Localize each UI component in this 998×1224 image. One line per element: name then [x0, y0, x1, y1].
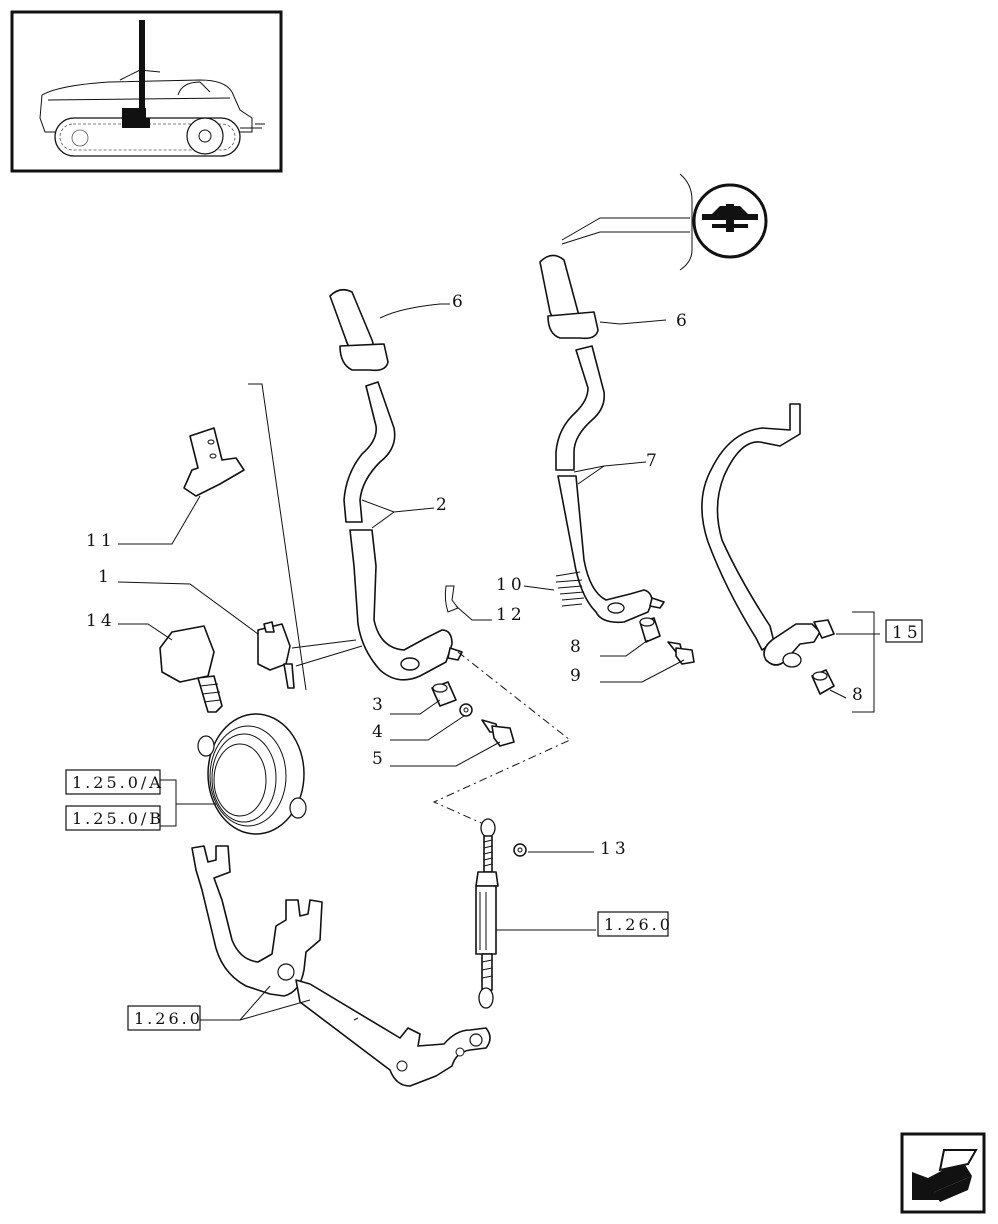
callout-8-middle: 8: [570, 637, 585, 657]
variant-symbol-group: [561, 173, 768, 271]
clip: [444, 585, 459, 613]
callout-13: 13: [600, 839, 630, 859]
callout-4: 4: [372, 722, 387, 742]
sensor: [159, 625, 223, 713]
callout-8-right: 8: [852, 685, 867, 705]
svg-text:1.26.0: 1.26.0: [134, 1009, 203, 1028]
callout-12: 12: [496, 605, 526, 625]
callout-3: 3: [372, 695, 387, 715]
bush-middle: [639, 617, 661, 643]
callout-11: 11: [86, 531, 116, 551]
callout-5: 5: [372, 749, 387, 769]
ref-box-126-left[interactable]: 1.26.0: [127, 1005, 203, 1031]
svg-text:1.25.0/A: 1.25.0/A: [72, 773, 164, 792]
ref-box-125a[interactable]: 1.25.0/A: [65, 769, 164, 795]
svg-text:1.26.0: 1.26.0: [604, 915, 673, 934]
washer-13: [513, 843, 527, 857]
gear-lever-right: [701, 403, 835, 668]
callout-7: 7: [646, 451, 661, 471]
bolt-5: [481, 719, 515, 747]
ref-box-125b[interactable]: 1.25.0/B: [65, 805, 164, 831]
spring: [555, 571, 585, 607]
shift-fork: [191, 845, 491, 1087]
ref-box-126-right[interactable]: 1.26.0: [597, 911, 673, 937]
callout-10: 10: [496, 575, 526, 595]
callout-6-left: 6: [452, 292, 467, 312]
previous-page-arrow-icon[interactable]: [900, 1132, 986, 1214]
bush-3: [431, 681, 457, 707]
callout-1: 1: [98, 567, 113, 587]
bracket: [183, 427, 245, 497]
washer-4: [459, 703, 473, 717]
bush-right: [811, 669, 835, 695]
sleeve: [197, 713, 307, 835]
svg-text:1.25.0/B: 1.25.0/B: [72, 809, 164, 828]
adjust-rod: [475, 818, 499, 1009]
pto-symbol-icon: [692, 183, 768, 259]
gear-lever-left: [329, 288, 463, 681]
callout-6-right: 6: [676, 311, 691, 331]
callout-15: 15: [892, 623, 922, 643]
callout-2: 2: [436, 495, 451, 515]
callout-9: 9: [570, 666, 585, 686]
tractor-location-thumbnail[interactable]: [10, 10, 283, 173]
callout-15-box: [885, 619, 923, 643]
gear-lever-middle: [539, 254, 665, 624]
bolt-9: [667, 641, 695, 665]
switch: [257, 621, 295, 689]
callout-14: 14: [86, 611, 116, 631]
